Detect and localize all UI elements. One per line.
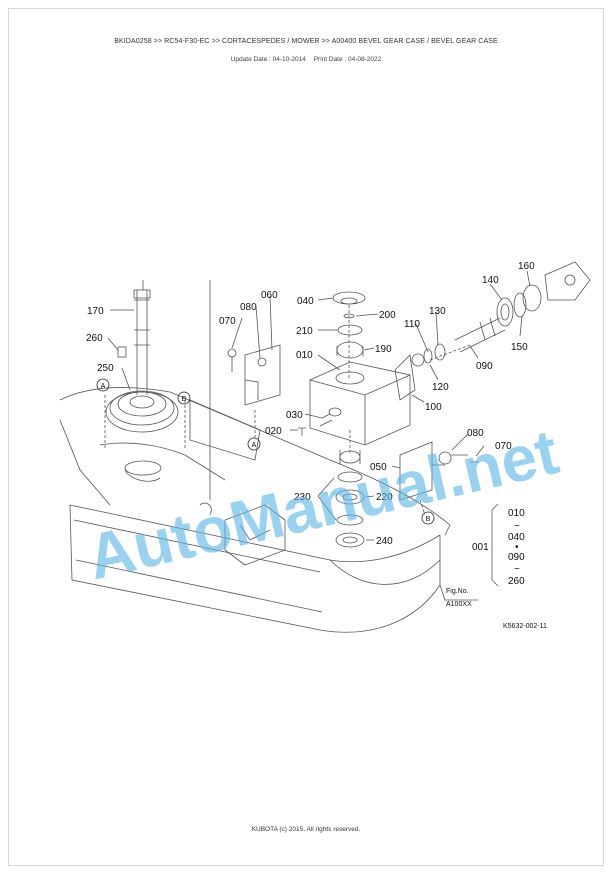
callout-070-b: 070 [495,441,512,452]
callout-190: 190 [375,344,392,355]
circle-ref-b: B B [177,391,435,525]
assembly-item-3: 040 [508,532,525,543]
callout-160: 160 [518,261,535,272]
callout-020: 020 [265,426,282,437]
callout-200: 200 [379,310,396,321]
copyright-footer: KUBOTA (c) 2015. All rights reserved. [251,826,361,833]
callout-100: 100 [425,402,442,413]
print-date: Print Date : 04-08-2022 [313,56,382,63]
callout-120: 120 [432,382,449,393]
fig-no-code: A100XX [446,601,472,608]
callout-060: 060 [261,290,278,301]
svg-text:A: A [101,383,106,390]
callout-250: 250 [97,363,114,374]
assembly-item-4: • [515,542,519,553]
callout-110: 110 [404,319,420,330]
assembly-label: 001 [472,542,489,553]
assembly-item-2: ~ [514,521,520,532]
fig-no-label: Fig.No. [446,588,469,595]
callout-260: 260 [86,333,103,344]
page-frame [8,8,604,866]
assembly-group: 001 010 ~ 040 • 090 ~ 260 [472,508,525,587]
callout-080: 080 [240,302,257,313]
callout-030: 030 [286,410,303,421]
update-date: Update Date : 04-10-2014 [230,56,306,63]
svg-text:B: B [426,516,431,523]
callout-170: 170 [87,306,104,317]
deck-drawing [59,261,591,633]
callout-010: 010 [296,350,313,361]
date-line: Update Date : 04-10-2014 Print Date : 04… [0,56,612,63]
callout-220: 220 [376,492,393,503]
callout-210: 210 [296,326,313,337]
callout-140: 140 [482,275,499,286]
callout-050: 050 [370,462,387,473]
assembly-item-1: 010 [508,508,525,519]
assembly-item-7: 260 [508,576,525,587]
callout-130: 130 [429,306,446,317]
callout-230: 230 [294,492,311,503]
callout-090: 090 [476,361,493,372]
drawing-code: K5632-002-11 [503,623,547,630]
svg-text:B: B [182,396,187,403]
callout-240: 240 [376,536,393,547]
circle-ref-a: A A [96,378,261,451]
breadcrumb: BKIDA0258 >> RC54-F30-EC >> CORTACESPEDE… [114,38,498,45]
callout-labels: 170 260 250 070 080 060 040 200 210 190 … [86,261,535,547]
assembly-item-6: ~ [514,564,520,575]
assembly-item-5: 090 [508,552,525,563]
callout-080-b: 080 [467,428,484,439]
svg-text:A: A [252,442,257,449]
callout-070: 070 [219,316,236,327]
callout-040: 040 [297,296,314,307]
callout-150: 150 [511,342,528,353]
